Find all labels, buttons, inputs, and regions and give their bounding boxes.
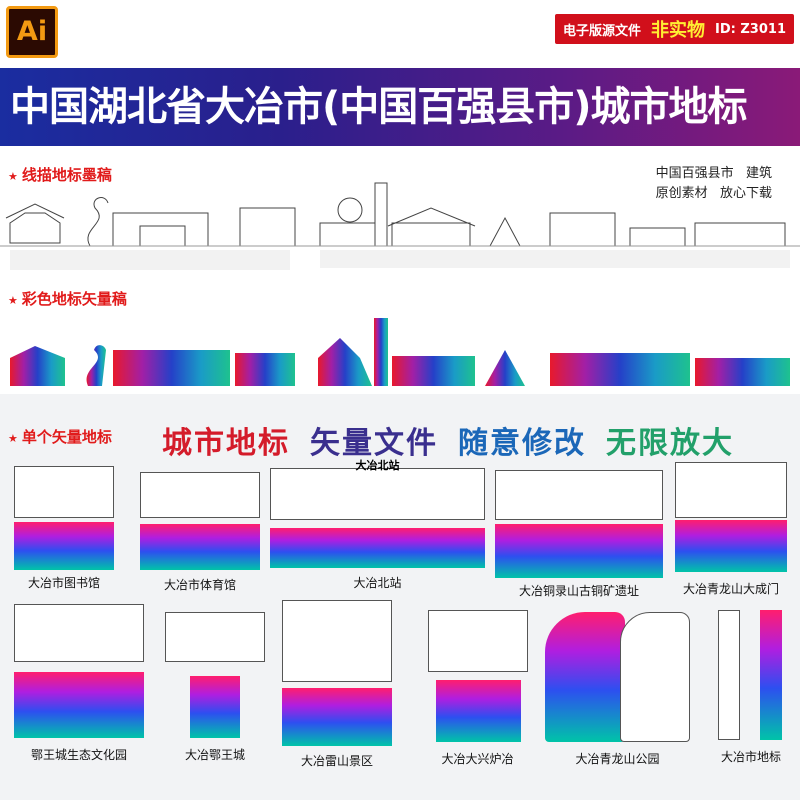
section-line-heading: ★线描地标墨稿	[8, 166, 112, 184]
page-title: 中国湖北省大冶市(中国百强县市)城市地标	[10, 84, 748, 130]
line-arch	[239, 207, 296, 247]
star-icon: ★	[8, 170, 18, 183]
furnace-line-drawing	[428, 610, 528, 672]
slogan-1: 城市地标	[162, 426, 290, 461]
caption-library: 大冶市图书馆	[27, 576, 100, 590]
color-station	[695, 358, 790, 386]
qinglong-park-line-drawing	[620, 612, 690, 742]
station-line-drawing: 大冶北站	[270, 459, 485, 520]
color-statue	[318, 338, 372, 386]
info-note: 中国百强县市 建筑 原创素材 放心下载	[656, 164, 772, 204]
line-station	[694, 222, 786, 247]
color-statue-2	[485, 350, 525, 386]
mine-color	[495, 524, 663, 578]
library-line-drawing	[14, 466, 114, 518]
mine-line-drawing	[495, 470, 663, 520]
line-library	[549, 212, 616, 247]
color-tower	[374, 318, 388, 386]
caption-tower: 大冶市地标	[720, 750, 781, 764]
ewang-park-line-drawing	[14, 604, 144, 662]
caption-station: 大冶北站	[353, 576, 402, 590]
gym-color	[140, 524, 260, 570]
color-palace	[392, 356, 475, 386]
file-type-tag: 电子版源文件 非实物 ID: Z3011	[555, 14, 794, 44]
tag-label: 电子版源文件	[563, 23, 642, 39]
section-single-heading: ★单个矢量地标	[8, 428, 112, 446]
line-skyline	[0, 182, 800, 270]
caption-furnace: 大冶大兴炉冶	[441, 752, 514, 766]
gym-line-drawing	[140, 472, 260, 518]
gate-line-drawing	[675, 462, 787, 518]
line-tower	[374, 182, 388, 247]
star-icon: ★	[8, 294, 18, 307]
caption-gate: 大冶青龙山大成门	[682, 582, 779, 596]
library-color	[14, 522, 114, 570]
caption-gym: 大冶市体育馆	[163, 578, 236, 592]
station-sign: 大冶北站	[355, 459, 400, 472]
title-banner: 中国湖北省大冶市(中国百强县市)城市地标	[0, 68, 800, 146]
color-skyline	[10, 318, 790, 386]
line-sculpture	[87, 197, 109, 247]
color-sculpture	[86, 345, 106, 386]
color-arch	[235, 353, 295, 386]
caption-ewang-city: 大冶鄂王城	[184, 748, 245, 762]
illustrator-logo: Ai	[6, 6, 58, 58]
gate-color	[675, 520, 787, 572]
line-statue-2	[489, 216, 521, 247]
star-icon: ★	[8, 432, 18, 445]
caption-ewang-park: 鄂王城生态文化园	[30, 748, 127, 762]
line-palace	[391, 222, 471, 247]
tag-highlight: 非实物	[651, 20, 706, 41]
station-color	[270, 528, 485, 568]
section-color-heading: ★彩色地标矢量稿	[8, 290, 127, 308]
slogan-row: 城市地标 矢量文件 随意修改 无限放大	[162, 418, 792, 462]
ewang-park-color	[14, 672, 144, 738]
note-line-1: 中国百强县市 建筑	[655, 166, 772, 181]
line-gate-building	[9, 212, 61, 244]
tower-color	[760, 610, 782, 740]
slogan-2: 矢量文件	[310, 426, 438, 461]
caption-leishan: 大冶雷山景区	[300, 754, 373, 768]
qinglong-park-color	[545, 612, 625, 742]
caption-mine: 大冶铜录山古铜矿遗址	[518, 584, 639, 598]
leishan-color	[282, 688, 392, 746]
color-library	[550, 353, 690, 386]
tag-id: ID: Z3011	[715, 21, 786, 37]
slogan-4: 无限放大	[606, 426, 734, 461]
line-statue	[337, 197, 363, 223]
caption-qinglong-park: 大冶青龙山公园	[575, 752, 660, 766]
tower-line-drawing	[718, 610, 740, 740]
leishan-line-drawing	[282, 600, 392, 682]
note-line-2: 原创素材 放心下载	[655, 186, 772, 201]
color-gate	[10, 346, 65, 386]
color-museum	[113, 350, 230, 386]
ewang-city-line-drawing	[165, 612, 265, 662]
slogan-3: 随意修改	[458, 426, 586, 461]
ewang-city-color	[190, 676, 240, 738]
furnace-color	[436, 680, 521, 742]
